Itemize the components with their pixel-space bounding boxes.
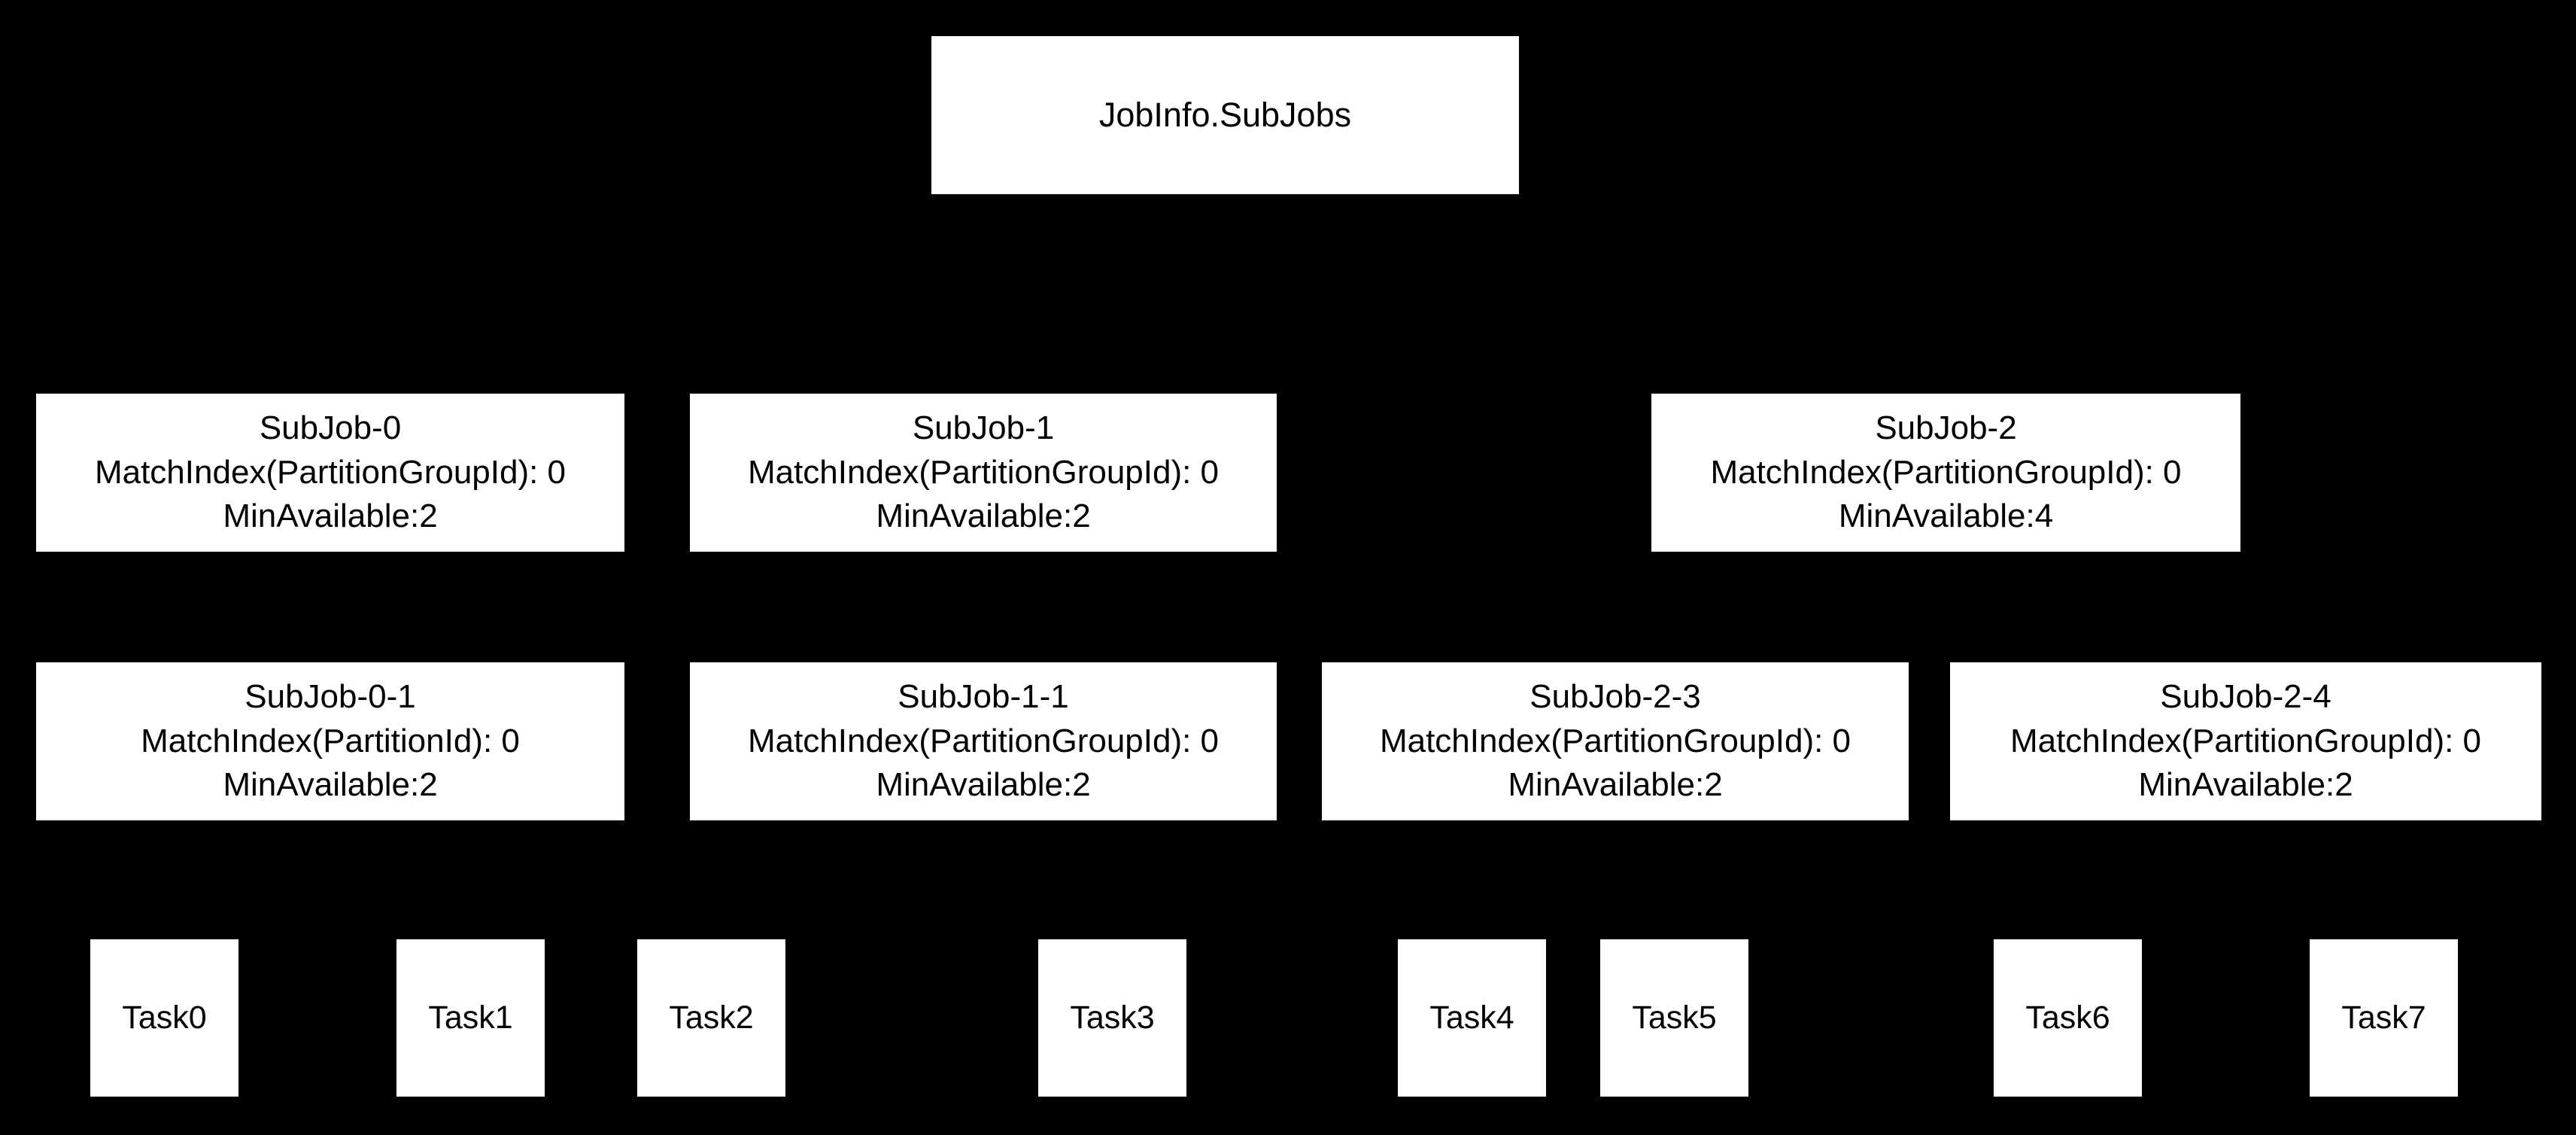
- subjob-node-subjob-2-4-line-0: SubJob-2-4: [2160, 677, 2331, 715]
- root-node-label: JobInfo.SubJobs: [1098, 95, 1352, 134]
- subjob-node-subjob-2-3-line-1: MatchIndex(PartitionGroupId): 0: [1379, 722, 1852, 759]
- subjob-node-subjob-1-1-line-1: MatchIndex(PartitionGroupId): 0: [747, 722, 1220, 759]
- root-node-jobinfo-subjobs[interactable]: JobInfo.SubJobs: [931, 36, 1519, 194]
- task-node-label: Task3: [1070, 999, 1155, 1036]
- subjob-node-subjob-2-3-line-0: SubJob-2-3: [1530, 677, 1701, 715]
- subjob-node-subjob-1-1-line-0: SubJob-1-1: [898, 677, 1069, 715]
- subjob-node-subjob-0-1-line-0: SubJob-0-1: [245, 677, 416, 715]
- subjob-node-subjob-2-line-1: MatchIndex(PartitionGroupId): 0: [1710, 453, 2182, 491]
- subjob-node-subjob-1-line-1: MatchIndex(PartitionGroupId): 0: [747, 453, 1220, 491]
- subjob-node-subjob-0-line-0: SubJob-0: [259, 409, 402, 446]
- subjob-node-subjob-2-4-line-1: MatchIndex(PartitionGroupId): 0: [2009, 722, 2482, 759]
- subjob-node-subjob-0-line-1: MatchIndex(PartitionGroupId): 0: [94, 453, 567, 491]
- task-node-task1[interactable]: Task1: [396, 939, 545, 1097]
- subjob-node-subjob-2-3-line-2: MinAvailable:2: [1508, 766, 1723, 804]
- task-node-label: Task2: [669, 999, 754, 1036]
- subjob-node-subjob-1-line-0: SubJob-1: [912, 409, 1055, 446]
- subjob-node-subjob-0-1-line-1: MatchIndex(PartitionId): 0: [141, 722, 520, 759]
- subjob-node-subjob-0-1-line-2: MinAvailable:2: [223, 766, 438, 804]
- subjob-node-subjob-1-line-2: MinAvailable:2: [876, 498, 1091, 535]
- task-node-label: Task0: [122, 999, 207, 1036]
- task-node-label: Task5: [1632, 999, 1717, 1036]
- task-node-task7[interactable]: Task7: [2310, 939, 2458, 1097]
- task-node-label: Task4: [1429, 999, 1514, 1036]
- subjob-node-subjob-2-4-line-2: MinAvailable:2: [2138, 766, 2353, 804]
- task-node-task4[interactable]: Task4: [1398, 939, 1546, 1097]
- subjob-node-subjob-1-1-line-2: MinAvailable:2: [876, 766, 1091, 804]
- task-node-task2[interactable]: Task2: [637, 939, 785, 1097]
- task-node-task6[interactable]: Task6: [1994, 939, 2142, 1097]
- task-node-label: Task7: [2341, 999, 2426, 1036]
- task-node-task3[interactable]: Task3: [1038, 939, 1186, 1097]
- task-node-label: Task1: [428, 999, 513, 1036]
- subjob-node-subjob-2-line-0: SubJob-2: [1875, 409, 2017, 446]
- task-node-task5[interactable]: Task5: [1600, 939, 1748, 1097]
- subjob-node-subjob-2-line-2: MinAvailable:4: [1838, 498, 2054, 535]
- task-node-task0[interactable]: Task0: [90, 939, 238, 1097]
- subjob-node-subjob-0-line-2: MinAvailable:2: [223, 498, 438, 535]
- task-node-label: Task6: [2025, 999, 2110, 1036]
